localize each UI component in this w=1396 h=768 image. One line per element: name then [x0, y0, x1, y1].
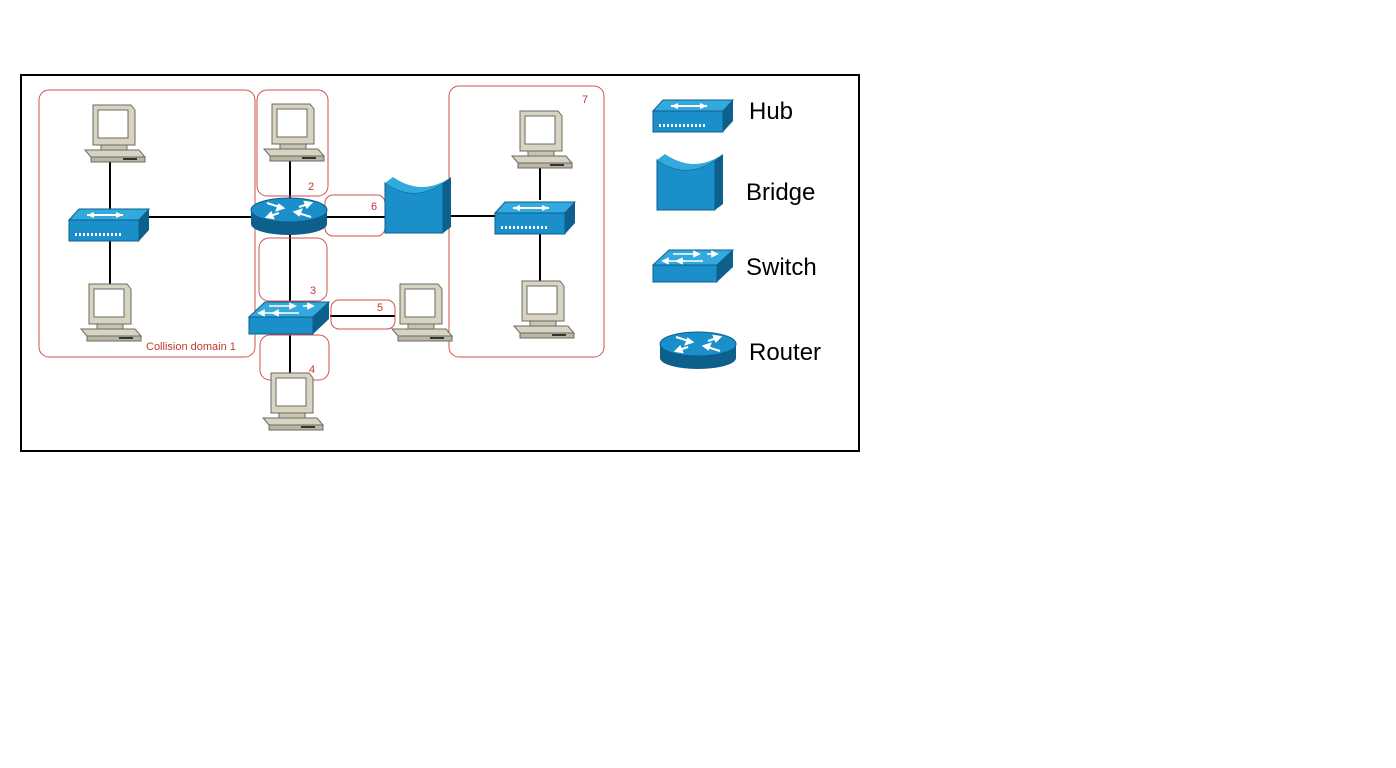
collision-domain-5	[330, 299, 396, 330]
hub-icon	[652, 99, 734, 133]
hub-icon	[494, 201, 576, 235]
collision-domains	[38, 85, 605, 381]
hub-icon	[68, 208, 150, 242]
bridge-icon	[656, 153, 724, 211]
computer-icon	[262, 372, 324, 431]
computer-icon	[511, 110, 573, 169]
computer-icon	[391, 283, 453, 342]
switch-icon	[652, 249, 734, 283]
computer-icon	[263, 103, 325, 162]
computer-icon	[80, 283, 142, 342]
computer-icon	[84, 104, 146, 163]
bridge-icon	[384, 176, 452, 234]
switch-icon	[248, 301, 330, 335]
legend-bridge-label: Bridge	[746, 179, 815, 206]
router-icon	[658, 330, 738, 371]
collision-domain-6-label: 6	[371, 201, 377, 213]
collision-domain-7-label: 7	[582, 94, 588, 106]
collision-domain-2	[256, 89, 329, 197]
collision-domain-3-label: 3	[310, 285, 316, 297]
legend-router-label: Router	[749, 339, 821, 366]
router-icon	[249, 196, 329, 237]
collision-domain-1-label: Collision domain 1	[146, 341, 236, 353]
legend: Hub Bridge Switch Router	[652, 98, 821, 371]
legend-switch-label: Switch	[746, 254, 817, 281]
collision-domain-3	[258, 237, 328, 302]
diagram-frame	[20, 74, 860, 452]
collision-domain-2-label: 2	[308, 181, 314, 193]
links	[109, 150, 541, 385]
computer-icon	[513, 280, 575, 339]
collision-domain-5-label: 5	[377, 302, 383, 314]
collision-domain-4-label: 4	[309, 364, 315, 376]
legend-hub-label: Hub	[749, 98, 793, 125]
